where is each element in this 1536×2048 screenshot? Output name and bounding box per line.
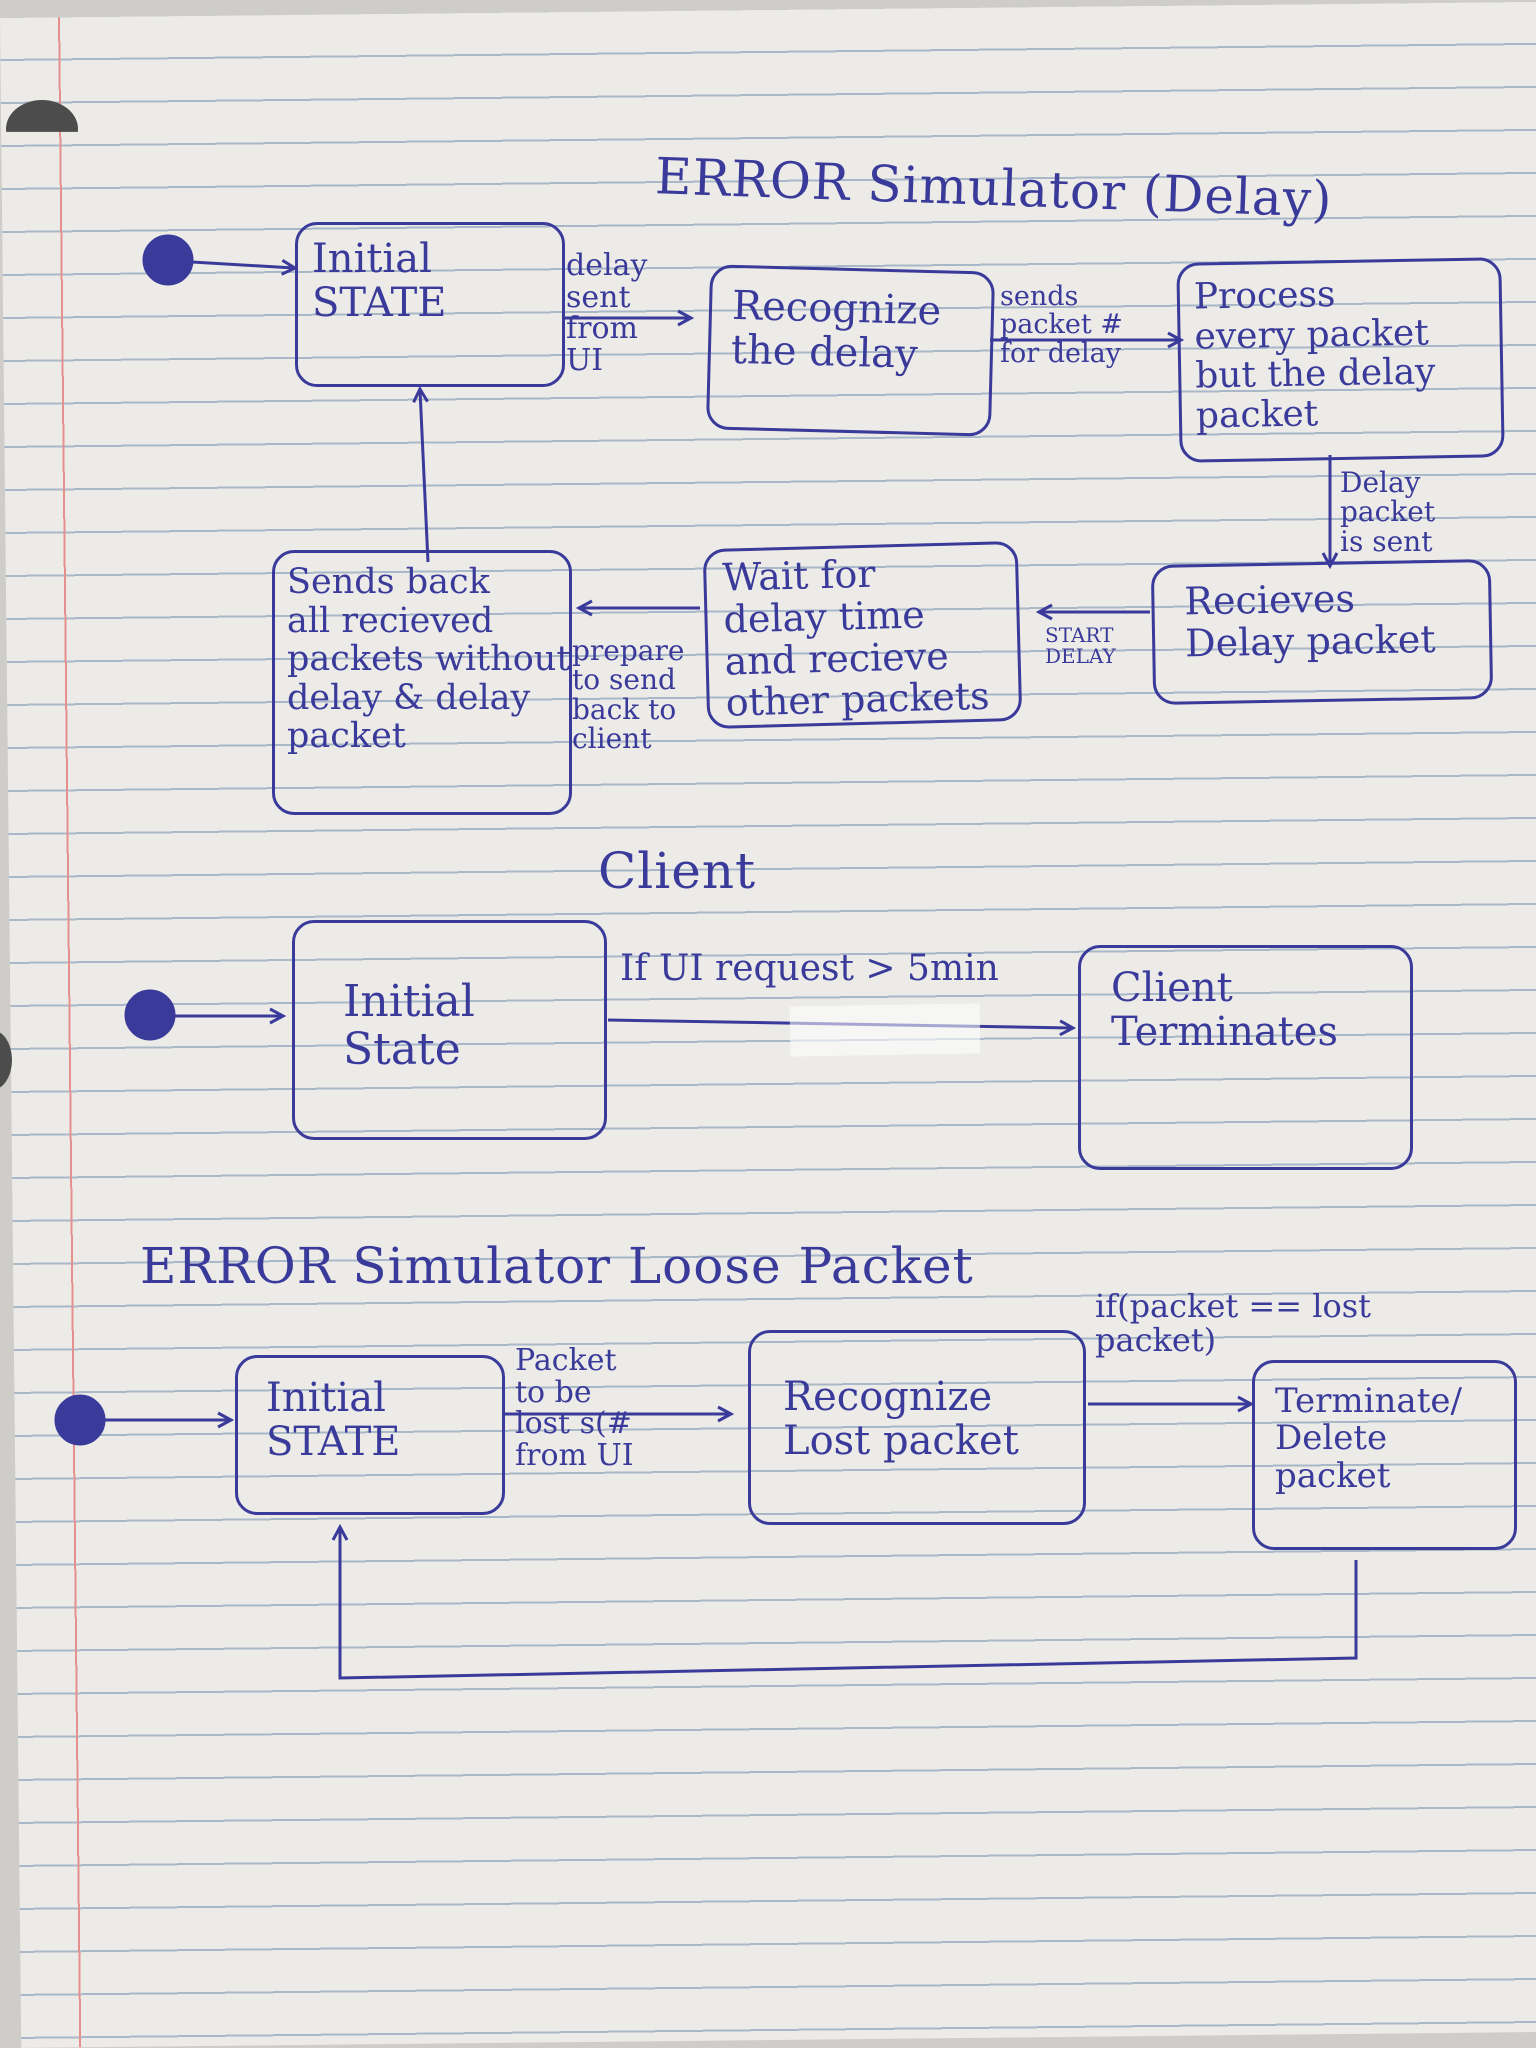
state-label: Recognize the delay	[730, 282, 942, 378]
start-node	[124, 989, 176, 1041]
state-label: Initial STATE	[266, 1375, 401, 1465]
transition-start-delay: START DELAY	[1045, 623, 1116, 668]
transition-packet-to-be-lost: Packet to be lost s(# from UI	[515, 1343, 634, 1473]
state-label: Client Terminates	[1111, 965, 1338, 1055]
arrow-sendsback-initial	[420, 390, 430, 563]
transition-prepare-send-back: prepare to send back to client	[572, 634, 685, 756]
state-label: Process every packet but the delay packe…	[1193, 274, 1436, 437]
state-recognize-delay: Recognize the delay	[705, 264, 996, 437]
state-recognize-lost-packet: Recognize Lost packet	[748, 1330, 1086, 1525]
state-label: Recieves Delay packet	[1184, 576, 1436, 666]
transition-delay-sent: delay sent from UI	[566, 248, 648, 378]
transition-if-packet-lost: if(packet == lost packet)	[1095, 1287, 1371, 1359]
state-wait-for-delay: Wait for delay time and recieve other pa…	[702, 540, 1023, 730]
transition-sends-packet: sends packet # for delay	[1000, 281, 1123, 369]
state-label: Recognize Lost packet	[783, 1374, 1019, 1464]
arrow-start-initial	[191, 262, 294, 268]
state-label: Terminate/ Delete packet	[1275, 1381, 1462, 1496]
binder-hole	[0, 1030, 12, 1090]
client-diagram-title: Client	[598, 842, 757, 900]
start-node	[54, 1394, 106, 1446]
start-node	[142, 234, 194, 286]
state-label: Initial State	[343, 976, 475, 1076]
arrow-terminate-initial	[340, 1528, 1358, 1680]
state-client-terminates: Client Terminates	[1078, 945, 1413, 1170]
state-label: Sends back all recieved packets without …	[287, 562, 571, 756]
state-receives-delay-packet: Recieves Delay packet	[1150, 559, 1494, 705]
state-label: Initial STATE	[312, 236, 447, 326]
state-lose-initial: Initial STATE	[235, 1355, 505, 1515]
transition-ui-request: If UI request > 5min	[620, 948, 999, 989]
state-process-packets: Process every packet but the delay packe…	[1176, 257, 1505, 463]
state-sends-back: Sends back all recieved packets without …	[272, 550, 572, 815]
state-label: Wait for delay time and recieve other pa…	[721, 551, 991, 725]
state-terminate-delete-packet: Terminate/ Delete packet	[1252, 1360, 1517, 1550]
lose-packet-diagram-title: ERROR Simulator Loose Packet	[140, 1237, 974, 1295]
transition-delay-packet-sent: Delay packet is sent	[1340, 466, 1436, 558]
tape-strip	[789, 1003, 981, 1057]
state-client-initial: Initial State	[292, 920, 607, 1140]
state-initial: Initial STATE	[295, 222, 565, 387]
